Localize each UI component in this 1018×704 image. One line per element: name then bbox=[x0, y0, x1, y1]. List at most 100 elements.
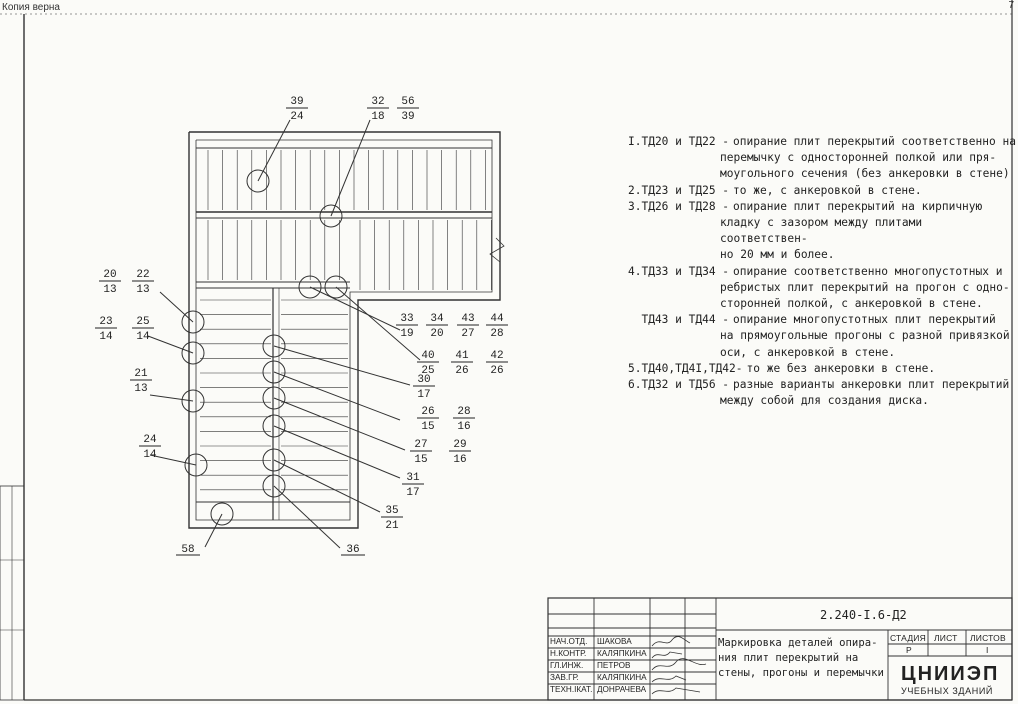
note-text: на прямоугольные прогоны с разной привяз… bbox=[720, 329, 1010, 343]
mark-sheet: 27 bbox=[461, 328, 474, 340]
detail-circle bbox=[210, 502, 234, 526]
title-block bbox=[547, 597, 1013, 701]
note-key: 6.ТД32 и ТД56 - bbox=[628, 378, 730, 392]
detail-circle bbox=[298, 275, 322, 299]
upper-wing bbox=[196, 147, 492, 283]
mark-sheet: 16 bbox=[457, 421, 470, 433]
note-text: разные варианты анкеровки плит перекрыти… bbox=[733, 378, 1010, 392]
staff-name: ШАКОВА bbox=[597, 637, 632, 646]
note-item: ТД43 и ТД44 -опирание многопустотных пли… bbox=[628, 312, 1016, 328]
break-mark bbox=[489, 237, 505, 263]
mark-sheet: 17 bbox=[417, 389, 430, 401]
mark-sheet: 16 bbox=[453, 454, 466, 466]
drawing-title-line: стены, прогоны и перемычки bbox=[718, 667, 884, 679]
mark-sheet: 24 bbox=[290, 111, 304, 123]
staff-name: КАЛЯПКИНА bbox=[597, 673, 647, 682]
staff-name: ПЕТРОВ bbox=[597, 661, 631, 670]
mark-number: 32 bbox=[371, 96, 384, 108]
stage-label: СТАДИЯ bbox=[890, 633, 926, 643]
mark-number: 35 bbox=[385, 505, 398, 517]
note-item: 6.ТД32 и ТД56 -разные варианты анкеровки… bbox=[628, 377, 1016, 393]
mark-number: 56 bbox=[401, 96, 414, 108]
note-item: 3.ТД26 и ТД28 -опирание плит перекрытий … bbox=[628, 199, 1016, 215]
mark-number: 31 bbox=[406, 472, 420, 484]
note-text: ребристых плит перекрытий на прогон с од… bbox=[720, 280, 1010, 294]
upper-slab-lines bbox=[207, 150, 492, 290]
staff-role: ЗАВ.ГР. bbox=[550, 673, 579, 682]
detail-circle bbox=[262, 360, 286, 384]
note-key: I.ТД20 и ТД22 - bbox=[628, 135, 730, 148]
drawing-title-line: ния плит перекрытий на bbox=[718, 652, 859, 664]
staff-name: ДОНРАЧЕВА bbox=[597, 685, 647, 694]
detail-circles bbox=[147, 119, 421, 549]
mark-sheet: 19 bbox=[400, 328, 413, 340]
detail-circle bbox=[181, 310, 205, 334]
mark-number: 27 bbox=[414, 439, 427, 451]
note-item: 2.ТД23 и ТД25 -то же, с анкеровкой в сте… bbox=[628, 183, 1016, 199]
mark-number: 22 bbox=[136, 269, 149, 281]
staff-role: НАЧ.ОТД. bbox=[550, 637, 588, 646]
mark-number: 29 bbox=[453, 439, 466, 451]
note-text: опирание соответственно многопустотных и bbox=[733, 264, 1003, 278]
note-item: 5.ТД40,ТД4I,ТД42-то же без анкеровки в с… bbox=[628, 361, 1016, 377]
mark-sheet: 39 bbox=[401, 111, 414, 123]
note-key: 3.ТД26 и ТД28 - bbox=[628, 199, 730, 213]
note-text: моугольного сечения (без анкеровки в сте… bbox=[720, 167, 1010, 181]
mark-number: 41 bbox=[455, 350, 469, 362]
mark-single: 58 bbox=[181, 544, 194, 556]
note-text: опирание плит перекрытий соответственно … bbox=[733, 135, 1016, 148]
notes-block: I.ТД20 и ТД22 -опирание плит перекрытий … bbox=[628, 134, 1016, 409]
mark-number: 30 bbox=[417, 374, 430, 386]
mark-sheet: 13 bbox=[136, 284, 149, 296]
mark-sheet: 26 bbox=[455, 365, 468, 377]
sheets-label: ЛИСТОВ bbox=[970, 633, 1006, 643]
mark-number: 21 bbox=[134, 368, 148, 380]
staff-role: ГЛ.ИНЖ. bbox=[550, 661, 584, 670]
mark-sheet: 14 bbox=[136, 331, 150, 343]
mark-sheet: 25 bbox=[421, 365, 434, 377]
mark-sheet: 17 bbox=[406, 487, 419, 499]
mark-number: 43 bbox=[461, 313, 474, 325]
detail-circle bbox=[181, 389, 205, 413]
mark-sheet: 20 bbox=[430, 328, 443, 340]
mark-number: 20 bbox=[103, 269, 116, 281]
note-key: 4.ТД33 и ТД34 - bbox=[628, 264, 730, 278]
note-text: кладку с зазором между плитами соответст… bbox=[720, 216, 923, 246]
detail-circle bbox=[262, 474, 286, 498]
note-item: 4.ТД33 и ТД34 -опирание соответственно м… bbox=[628, 264, 1016, 280]
note-key: ТД43 и ТД44 - bbox=[628, 313, 730, 327]
mark-number: 34 bbox=[430, 313, 444, 325]
note-text: оси, с анкеровкой в стене. bbox=[720, 345, 896, 359]
signatures bbox=[651, 636, 707, 695]
drawing-title-line: Маркировка деталей опира- bbox=[718, 637, 878, 649]
mark-sheet: 26 bbox=[490, 365, 503, 377]
sheets-value: I bbox=[986, 645, 989, 655]
staff-role: ТЕХН.ІКАТ. bbox=[550, 685, 593, 694]
detail-circle bbox=[184, 453, 208, 477]
detail-circle bbox=[262, 448, 286, 472]
note-text: перемычку с односторонней полкой или пря… bbox=[720, 151, 997, 165]
detail-circle bbox=[324, 275, 348, 299]
detail-circle bbox=[262, 414, 286, 438]
note-text: опирание плит перекрытий на кирпичную bbox=[733, 199, 983, 213]
mark-sheet: 15 bbox=[414, 454, 427, 466]
plan-walls bbox=[188, 131, 501, 529]
mark-number: 26 bbox=[421, 406, 434, 418]
page-number: 7 bbox=[1008, 0, 1014, 11]
note-item: I.ТД20 и ТД22 -опирание плит перекрытий … bbox=[628, 134, 1016, 150]
note-key: 2.ТД23 и ТД25 - bbox=[628, 183, 730, 197]
mark-sheet: 13 bbox=[134, 383, 147, 395]
mark-sheet: 13 bbox=[103, 284, 116, 296]
detail-circle bbox=[181, 341, 205, 365]
note-text: то же, с анкеровкой в стене. bbox=[733, 183, 922, 197]
detail-marks: 3924321856392013221323142514211324143319… bbox=[95, 96, 508, 556]
mark-number: 40 bbox=[421, 350, 434, 362]
drawing-title: Маркировка деталей опира- ния плит перек… bbox=[718, 636, 890, 681]
mark-sheet: 21 bbox=[385, 520, 399, 532]
mark-number: 39 bbox=[290, 96, 303, 108]
mark-single: 36 bbox=[346, 544, 359, 556]
mark-number: 42 bbox=[490, 350, 503, 362]
staff-name: КАЛЯПКИНА bbox=[597, 649, 647, 658]
